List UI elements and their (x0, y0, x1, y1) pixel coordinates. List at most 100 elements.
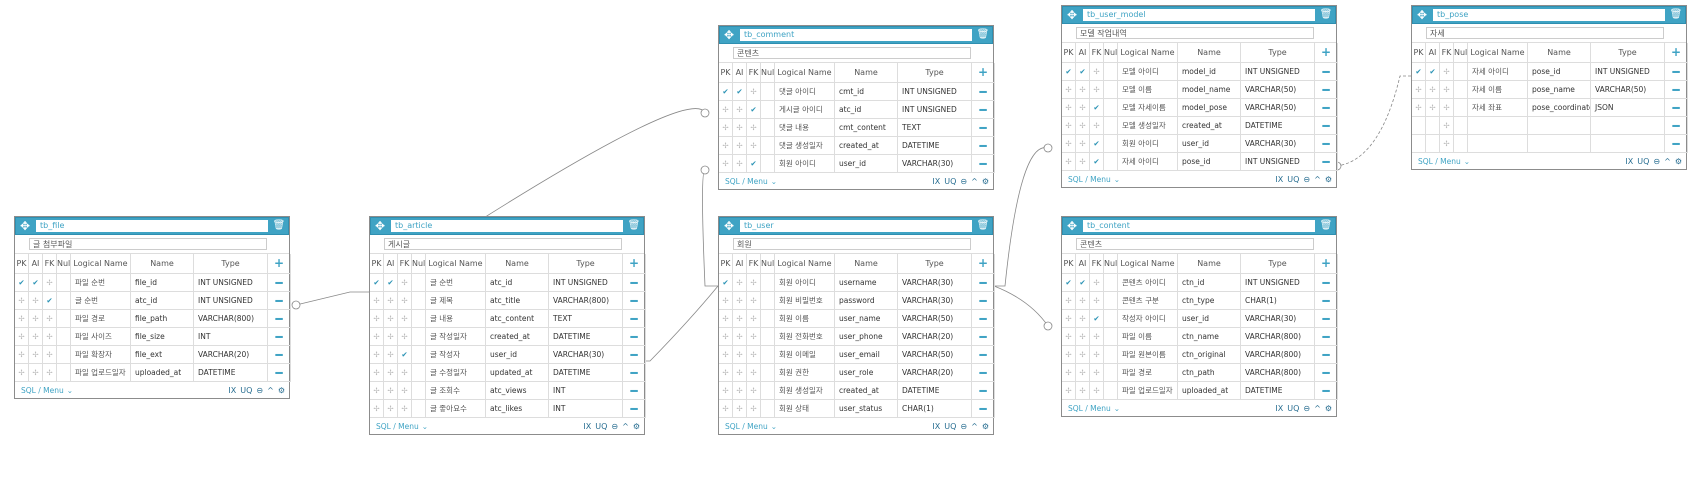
pk-toggle-icon[interactable]: ✢ (719, 292, 733, 310)
table-name[interactable]: tb_comment (740, 29, 972, 41)
fk-toggle-icon[interactable]: ✢ (1440, 63, 1454, 81)
delete-column-icon[interactable]: ━ (972, 137, 995, 155)
pk-toggle-icon[interactable]: ✢ (1412, 81, 1426, 99)
pk-toggle-icon[interactable]: ✢ (719, 382, 733, 400)
table-name[interactable]: tb_file (36, 220, 268, 232)
pk-toggle-icon[interactable]: ✢ (1062, 346, 1076, 364)
null-cell[interactable] (1104, 99, 1118, 117)
ix-button[interactable]: IX (1625, 156, 1634, 166)
logical-name-cell[interactable]: 파일 경로 (1118, 364, 1178, 382)
column-name-cell[interactable]: atc_likes (486, 400, 549, 418)
ai-toggle-icon[interactable]: ✢ (1076, 382, 1090, 400)
ai-check-icon[interactable]: ✔ (1076, 274, 1090, 292)
pk-check-icon[interactable]: ✔ (719, 83, 733, 101)
logical-name-cell[interactable]: 글 작성일자 (426, 328, 486, 346)
uq-button[interactable]: UQ (1287, 403, 1300, 413)
ix-button[interactable]: IX (583, 421, 592, 431)
null-cell[interactable] (57, 346, 71, 364)
logical-name-cell[interactable]: 파일 확장자 (71, 346, 131, 364)
null-cell[interactable] (1104, 63, 1118, 81)
chevron-up-icon[interactable]: ^ (971, 421, 978, 431)
ai-toggle-icon[interactable]: ✢ (733, 155, 747, 173)
delete-column-icon[interactable]: ━ (972, 346, 995, 364)
column-type-cell[interactable]: VARCHAR(50) (1241, 99, 1315, 117)
null-cell[interactable] (1104, 274, 1118, 292)
pk-toggle-icon[interactable]: ✢ (719, 101, 733, 119)
null-cell[interactable] (412, 400, 426, 418)
delete-column-icon[interactable]: ━ (268, 364, 291, 382)
column-name-cell[interactable]: user_id (486, 346, 549, 364)
pk-toggle-icon[interactable]: ✢ (1062, 364, 1076, 382)
fk-check-icon[interactable]: ✔ (747, 155, 761, 173)
pk-check-icon[interactable]: ✔ (719, 274, 733, 292)
pk-toggle-icon[interactable]: ✢ (370, 400, 384, 418)
delete-column-icon[interactable]: ━ (623, 382, 646, 400)
column-type-cell[interactable]: VARCHAR(50) (1241, 81, 1315, 99)
pk-toggle-icon[interactable]: ✢ (719, 155, 733, 173)
logical-name-cell[interactable]: 자세 아이디 (1118, 153, 1178, 171)
logical-name-cell[interactable]: 모델 자세이름 (1118, 99, 1178, 117)
delete-column-icon[interactable]: ━ (1315, 99, 1338, 117)
column-type-cell[interactable]: INT UNSIGNED (1241, 274, 1315, 292)
column-name-cell[interactable] (1528, 117, 1591, 135)
ai-toggle-icon[interactable]: ✢ (1426, 81, 1440, 99)
column-type-cell[interactable]: DATETIME (898, 137, 972, 155)
logical-name-cell[interactable]: 게시글 아이디 (775, 101, 835, 119)
null-cell[interactable] (761, 119, 775, 137)
column-type-cell[interactable]: VARCHAR(800) (194, 310, 268, 328)
logical-name-cell[interactable]: 파일 원본이름 (1118, 346, 1178, 364)
null-cell[interactable] (57, 364, 71, 382)
column-type-cell[interactable]: VARCHAR(800) (549, 292, 623, 310)
ai-toggle-icon[interactable]: ✢ (384, 382, 398, 400)
table-name[interactable]: tb_user_model (1083, 9, 1315, 21)
column-name-cell[interactable]: created_at (486, 328, 549, 346)
column-name-cell[interactable]: cmt_content (835, 119, 898, 137)
null-cell[interactable] (1104, 382, 1118, 400)
uq-button[interactable]: UQ (944, 421, 957, 431)
pk-toggle-icon[interactable]: ✢ (1062, 99, 1076, 117)
logical-name-cell[interactable]: 글 내용 (426, 310, 486, 328)
pk-toggle-icon[interactable]: ✢ (719, 310, 733, 328)
null-cell[interactable] (412, 328, 426, 346)
ai-toggle-icon[interactable]: ✢ (1076, 346, 1090, 364)
fk-toggle-icon[interactable]: ✢ (747, 328, 761, 346)
column-type-cell[interactable] (1591, 117, 1665, 135)
ai-toggle-icon[interactable]: ✢ (733, 292, 747, 310)
logical-name-cell[interactable]: 글 제목 (426, 292, 486, 310)
column-type-cell[interactable]: DATETIME (549, 328, 623, 346)
uq-button[interactable]: UQ (944, 176, 957, 186)
column-name-cell[interactable]: user_status (835, 400, 898, 418)
fk-check-icon[interactable]: ✔ (1090, 135, 1104, 153)
column-type-cell[interactable]: CHAR(1) (1241, 292, 1315, 310)
column-type-cell[interactable]: VARCHAR(30) (549, 346, 623, 364)
delete-column-icon[interactable]: ━ (1315, 117, 1338, 135)
chevron-up-icon[interactable]: ^ (267, 385, 274, 395)
ai-toggle-icon[interactable]: ✢ (733, 119, 747, 137)
pk-check-icon[interactable]: ✔ (15, 274, 29, 292)
column-name-cell[interactable]: uploaded_at (131, 364, 194, 382)
fk-toggle-icon[interactable]: ✢ (747, 274, 761, 292)
pk-toggle-icon[interactable]: ✢ (719, 364, 733, 382)
chevron-down-icon[interactable]: ⌄ (1113, 403, 1121, 413)
null-cell[interactable] (761, 155, 775, 173)
column-type-cell[interactable]: VARCHAR(30) (1241, 310, 1315, 328)
ai-toggle-icon[interactable]: ✢ (29, 364, 43, 382)
column-type-cell[interactable]: INT UNSIGNED (1591, 63, 1665, 81)
ai-toggle-icon[interactable]: ✢ (29, 292, 43, 310)
column-name-cell[interactable]: pose_name (1528, 81, 1591, 99)
column-type-cell[interactable]: VARCHAR(800) (1241, 346, 1315, 364)
table-name[interactable]: tb_pose (1433, 9, 1665, 21)
column-type-cell[interactable]: VARCHAR(30) (898, 292, 972, 310)
uq-button[interactable]: UQ (240, 385, 253, 395)
fk-toggle-icon[interactable]: ✢ (398, 328, 412, 346)
trash-icon[interactable]: 🗑 (976, 220, 990, 231)
logical-name-cell[interactable]: 작성자 아이디 (1118, 310, 1178, 328)
null-cell[interactable] (1104, 364, 1118, 382)
pk-toggle-icon[interactable]: ✢ (719, 346, 733, 364)
table-comment-input[interactable]: 모델 작업내역 (1076, 27, 1314, 39)
ai-toggle-icon[interactable]: ✢ (1076, 310, 1090, 328)
null-cell[interactable] (761, 101, 775, 119)
column-type-cell[interactable]: INT UNSIGNED (549, 274, 623, 292)
chevron-up-icon[interactable]: ^ (1314, 403, 1321, 413)
